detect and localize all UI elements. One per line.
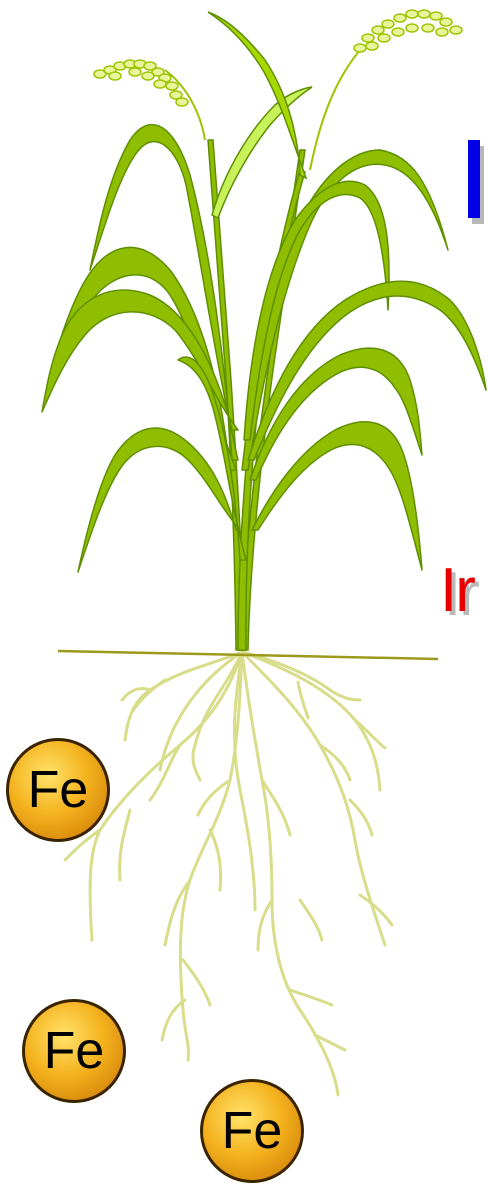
leaves <box>42 125 486 572</box>
fe-label: Fe <box>44 1025 105 1077</box>
label-Ir-text: Ir <box>440 556 474 625</box>
panicle-right <box>310 10 462 170</box>
label-I: I <box>466 140 489 230</box>
fe-ion-icon: Fe <box>200 1079 304 1183</box>
fe-label: Fe <box>222 1105 283 1157</box>
label-I-bar <box>468 140 480 218</box>
label-Ir: Ir <box>440 560 474 622</box>
fe-ion-icon: Fe <box>22 999 126 1103</box>
fe-ion-icon: Fe <box>6 738 110 842</box>
fe-label: Fe <box>28 764 89 816</box>
